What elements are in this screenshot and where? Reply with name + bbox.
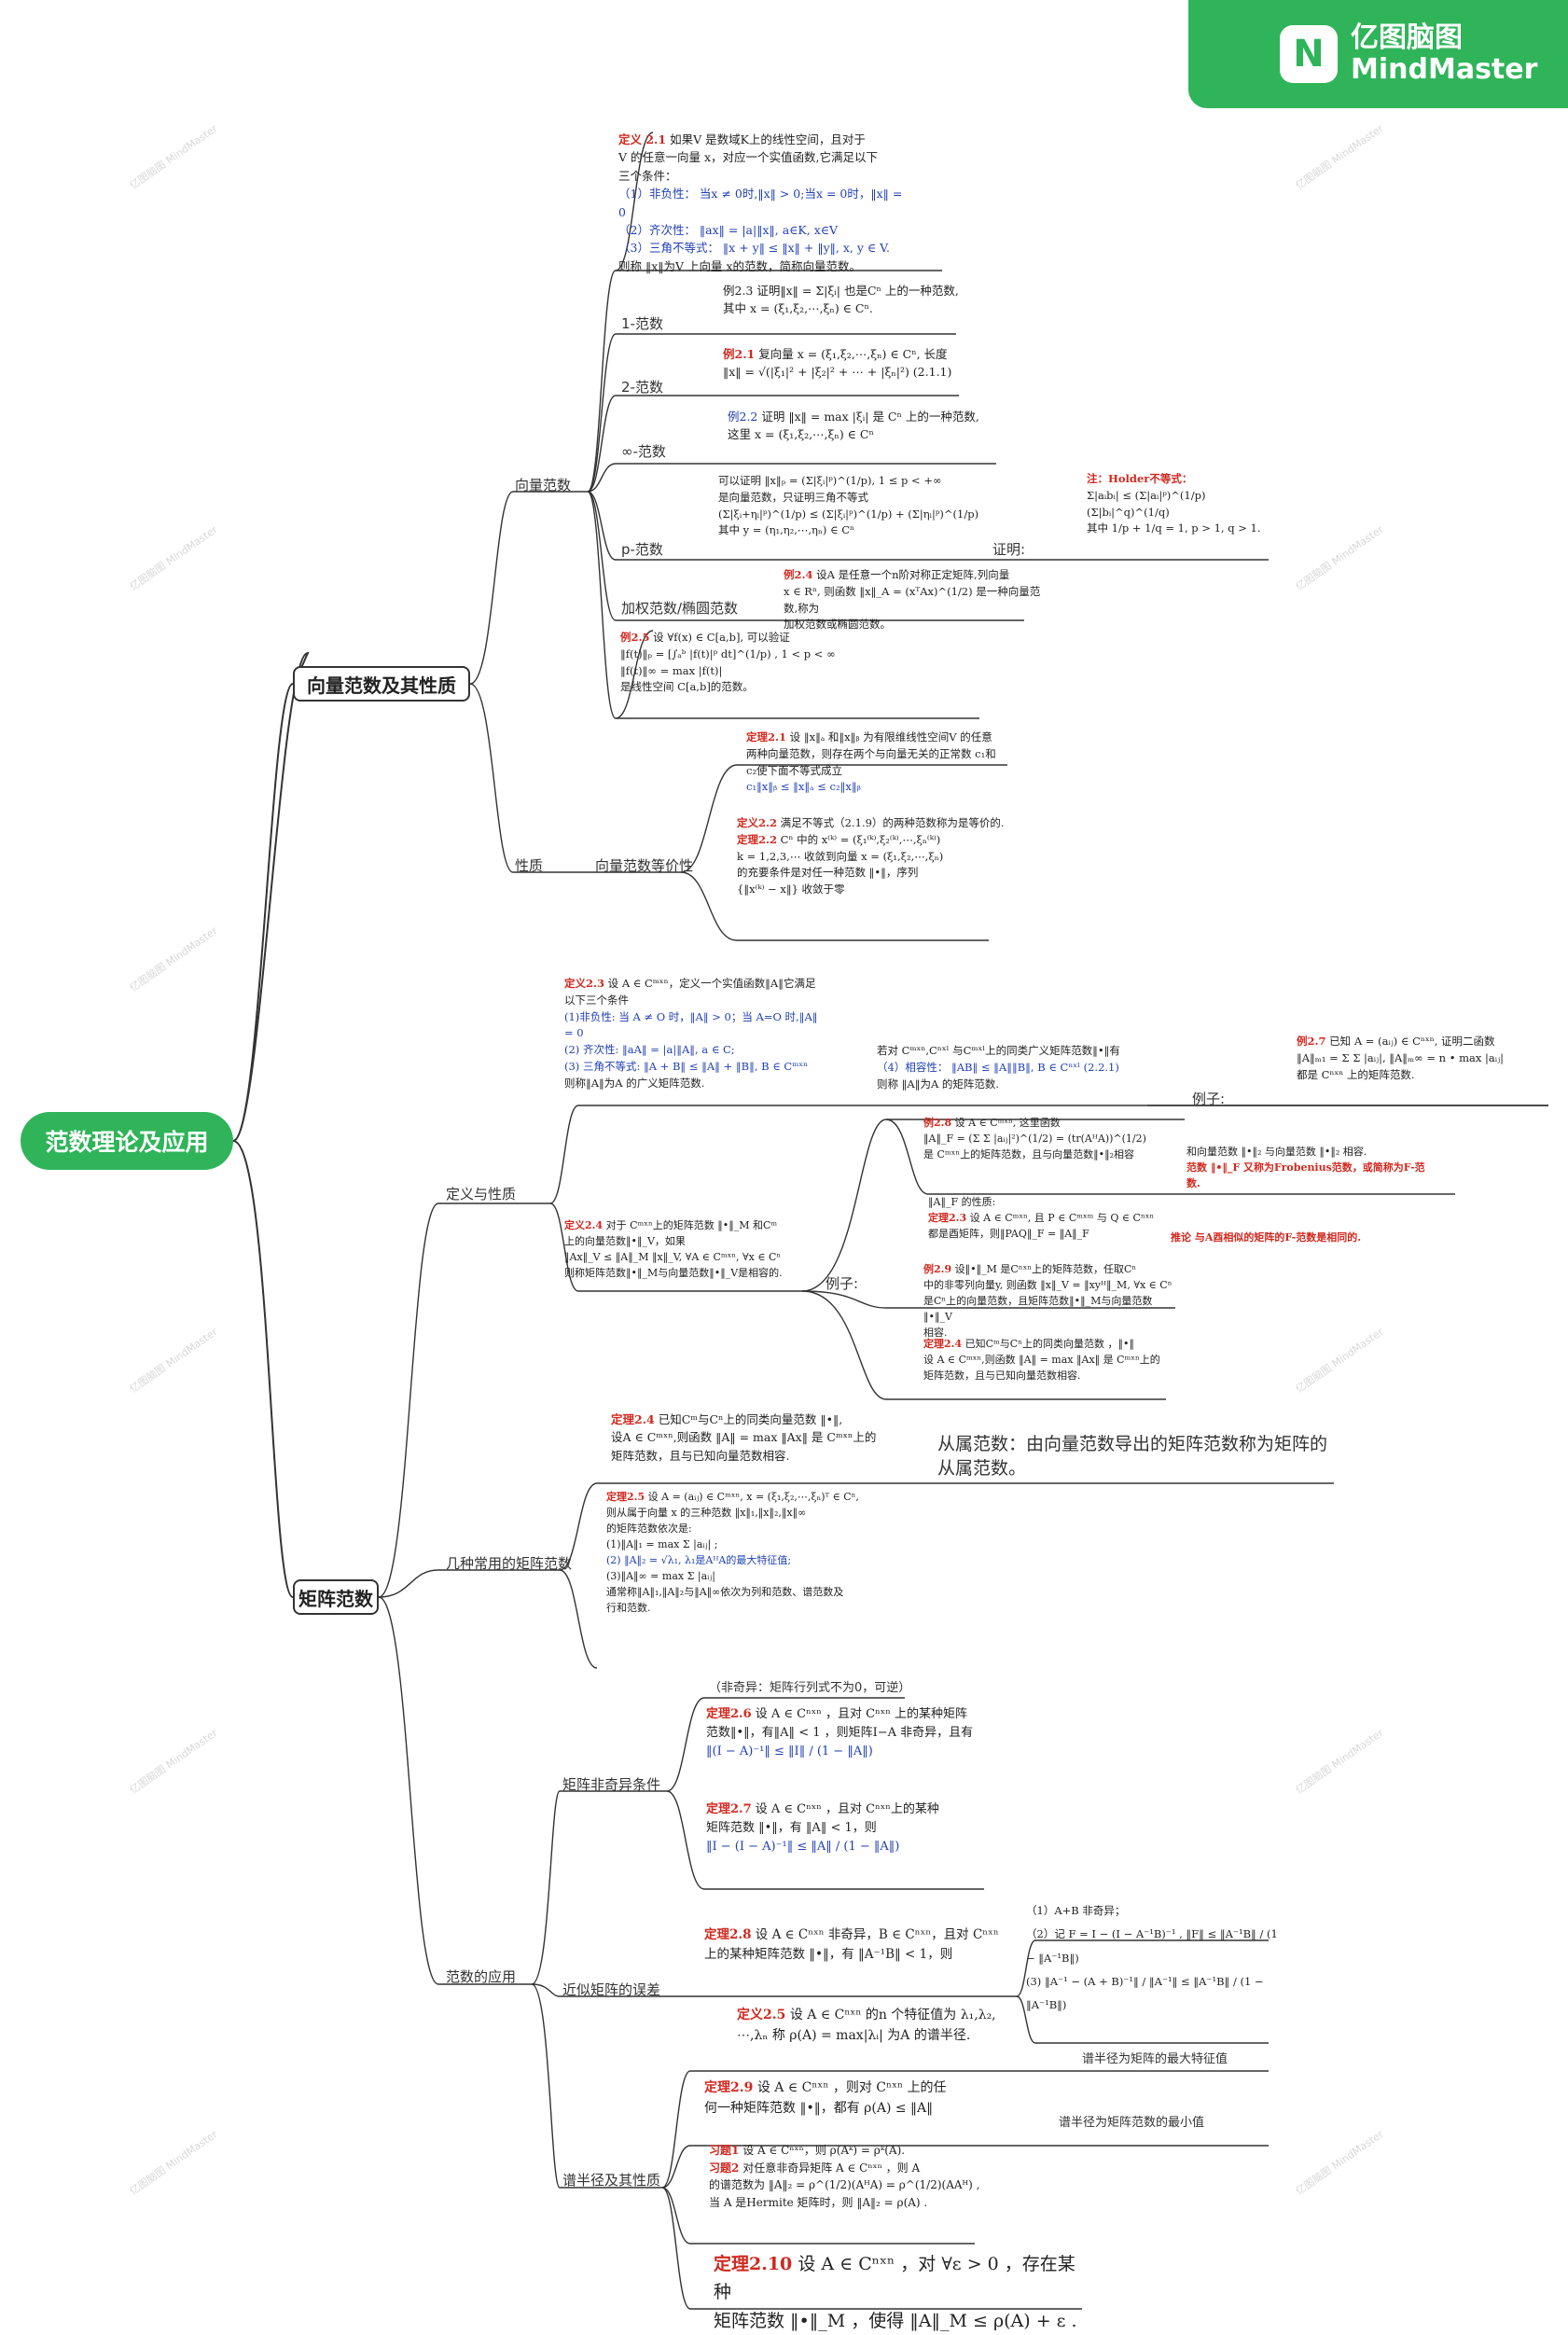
subtopic-approx-error[interactable]: 近似矩阵的误差 xyxy=(562,1981,661,1998)
note-example-2-7: 例2.7 已知 A = (aᵢⱼ) ∈ Cⁿˣⁿ, 证明二函数 ‖A‖ₘ₁ = … xyxy=(1297,1035,1504,1081)
note-spectral-radius-max: 谱半径为矩阵的最大特征值 xyxy=(1082,2052,1228,2066)
note-theorem-2-7: 定理2.7 设 A ∈ Cⁿˣⁿ ，且对 Cⁿˣⁿ上的某种 矩阵范数 ‖•‖，有… xyxy=(706,1802,939,1855)
note-example-2-4: 例2.4 设A 是任意一个n阶对称正定矩阵,列向量 x ∈ Rⁿ, 则函数 ‖x… xyxy=(784,568,1041,632)
branch-proof[interactable]: 证明: xyxy=(992,541,1026,558)
branch-1-norm[interactable]: 1-范数 xyxy=(621,315,663,332)
subtopic-equivalence[interactable]: 向量范数等价性 xyxy=(595,857,694,874)
note-theorem-2-1: 定理2.1 设 ‖x‖ₐ 和‖x‖ᵦ 为有限维线性空间V 的任意 两种向量范数，… xyxy=(746,730,996,794)
note-nonsingular-hint: （非奇异：矩阵行列式不为0，可逆） xyxy=(709,1681,911,1695)
note-definition-2-5: 定义2.5 设 A ∈ Cⁿˣⁿ 的n 个特征值为 λ₁,λ₂, ⋯,λₙ 称 … xyxy=(737,2008,996,2043)
brand-name-en: MindMaster xyxy=(1351,53,1538,86)
topic-vector-norms[interactable]: 向量范数及其性质 xyxy=(293,666,470,702)
note-p-norm: 可以证明 ‖x‖ₚ = (Σ|ξᵢ|ᵖ)^(1/p), 1 ≤ p < +∞ 是… xyxy=(718,474,979,537)
branch-2-norm[interactable]: 2-范数 xyxy=(621,379,663,396)
subtopic-vector-norm[interactable]: 向量范数 xyxy=(515,477,572,493)
note-theorem-2-9: 定理2.9 设 A ∈ Cⁿˣⁿ ，则对 Cⁿˣⁿ 上的任 何一种矩阵范数 ‖•… xyxy=(704,2080,947,2116)
central-topic[interactable]: 范数理论及应用 xyxy=(21,1112,233,1170)
subtopic-applications[interactable]: 范数的应用 xyxy=(446,1968,517,1985)
note-spectral-radius-min: 谱半径为矩阵范数的最小值 xyxy=(1059,2116,1205,2130)
subtopic-definition-properties[interactable]: 定义与性质 xyxy=(446,1186,517,1202)
note-example-2-9: 例2.9 设‖•‖_M 是Cⁿˣⁿ上的矩阵范数，任取Cⁿ 中的非零列向量y, 则… xyxy=(923,1263,1173,1340)
branch-weighted-norm[interactable]: 加权范数/椭圆范数 xyxy=(621,600,739,617)
note-frobenius-properties: ‖A‖_F 的性质: 定理2.3 设 A ∈ Cᵐˣⁿ, 且 P ∈ Cᵐˣᵐ … xyxy=(928,1196,1155,1241)
branch-inf-norm[interactable]: ∞-范数 xyxy=(621,443,666,460)
note-definition-2-1: 定义 2.1 如果V 是数域K上的线性空间，且对于 V 的任意一向量 x，对应一… xyxy=(618,132,903,273)
note-subordinate-norm: 从属范数：由向量范数导出的矩阵范数称为矩阵的从属范数。 xyxy=(937,1434,1328,1479)
brand-badge: N 亿图脑图 MindMaster xyxy=(1188,0,1568,108)
label-example-2[interactable]: 例子: xyxy=(826,1275,859,1292)
note-example-2-3: 例2.3 证明‖x‖ = Σ|ξᵢ| 也是Cⁿ 上的一种范数, 其中 x = (… xyxy=(723,284,959,316)
note-exercises: 习题1 设 A ∈ Cⁿˣⁿ，则 ρ(Aᵏ) = ρᵏ(A). 习题2 对任意非… xyxy=(709,2144,980,2209)
subtopic-nonsingular-condition[interactable]: 矩阵非奇异条件 xyxy=(562,1776,661,1793)
note-example-2-2: 例2.2 证明 ‖x‖ = max |ξᵢ| 是 Cⁿ 上的一种范数, 这里 x… xyxy=(728,410,979,442)
subtopic-common-matrix-norms[interactable]: 几种常用的矩阵范数 xyxy=(446,1555,573,1572)
note-definition-2-3: 定义2.3 设 A ∈ Cᵐˣⁿ，定义一个实值函数‖A‖它满足 以下三个条件 (… xyxy=(564,977,818,1090)
note-definition-2-4: 定义2.4 对于 Cᵐˣⁿ上的矩阵范数 ‖•‖_M 和Cᵐ 上的向量范数‖•‖_… xyxy=(564,1219,783,1280)
note-theorem-2-5-norms: 定理2.5 设 A = (aᵢⱼ) ∈ Cᵐˣⁿ, x = (ξ₁,ξ₂,⋯,ξ… xyxy=(606,1491,859,1615)
label-example[interactable]: 例子: xyxy=(1192,1091,1226,1107)
note-example-2-1: 例2.1 复向量 x = (ξ₁,ξ₂,⋯,ξₙ) ∈ Cⁿ, 长度 ‖x‖ =… xyxy=(723,347,952,380)
note-corollary: 推论 与A酉相似的矩阵的F-范数是相同的. xyxy=(1171,1231,1362,1244)
note-theorem-2-8-results: （1）A+B 非奇异； （2）记 F = I − (I − A⁻¹B)⁻¹ , … xyxy=(1026,1904,1278,2012)
note-holder-inequality: 注：Holder不等式： Σ|aᵢbᵢ| ≤ (Σ|aᵢ|ᵖ)^(1/p) (Σ… xyxy=(1087,472,1261,535)
branch-p-norm[interactable]: p-范数 xyxy=(621,541,663,558)
mindmaster-logo-icon: N xyxy=(1280,25,1338,83)
note-theorem-2-8: 定理2.8 设 A ∈ Cⁿˣⁿ 非奇异，B ∈ Cⁿˣⁿ，且对 Cⁿˣⁿ 上的… xyxy=(704,1927,999,1962)
subtopic-properties[interactable]: 性质 xyxy=(515,857,544,874)
subtopic-spectral-radius[interactable]: 谱半径及其性质 xyxy=(562,2172,661,2189)
note-theorem-2-6: 定理2.6 设 A ∈ Cⁿˣⁿ ，且对 Cⁿˣⁿ 上的某种矩阵 范数‖•‖，有… xyxy=(706,1707,974,1759)
note-theorem-2-4: 定理2.4 已知Cᵐ与Cⁿ上的同类向量范数 ‖•‖, 设A ∈ Cᵐˣⁿ,则函数… xyxy=(611,1412,877,1463)
note-theorem-2-10: 定理2.10 设 A ∈ Cⁿˣⁿ ，对 ∀ε > 0 ，存在某种 矩阵范数 ‖… xyxy=(714,2254,1077,2331)
topic-matrix-norms[interactable]: 矩阵范数 xyxy=(293,1579,379,1615)
note-compatibility: 若对 Cᵐˣⁿ,Cⁿˣˡ 与Cᵐˣˡ上的同类广义矩阵范数‖•‖有 （4）相容性：… xyxy=(877,1044,1120,1091)
note-theorem-2-4-b: 定理2.4 已知Cᵐ与Cⁿ上的同类向量范数 ，‖•‖ 设 A ∈ Cᵐˣⁿ,则函… xyxy=(923,1338,1160,1383)
note-frobenius: 和向量范数 ‖•‖₂ 与向量范数 ‖•‖₂ 相容. 范数 ‖•‖_F 又称为Fr… xyxy=(1186,1146,1425,1190)
note-definition-2-2: 定义2.2 满足不等式（2.1.9）的两种范数称为是等价的. 定理2.2 Cⁿ … xyxy=(737,816,1005,896)
note-example-2-5: 例2.5 设 ∀f(x) ∈ C[a,b], 可以验证 ‖f(t)‖ₚ = [∫… xyxy=(620,631,836,694)
note-example-2-8: 例2.8 设 A ∈ Cᵐˣⁿ, 这里函数 ‖A‖_F = (Σ Σ |aᵢⱼ|… xyxy=(923,1117,1146,1161)
brand-name-cn: 亿图脑图 xyxy=(1351,21,1463,54)
